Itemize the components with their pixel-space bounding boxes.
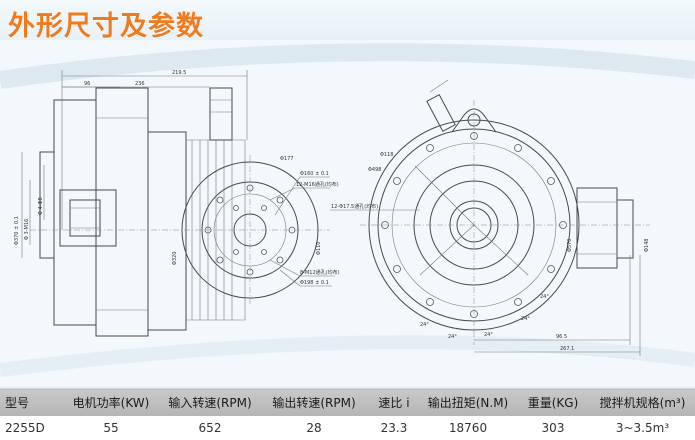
spec-table: 型号 电机功率(KW) 输入转速(RPM) 输出转速(RPM) 速比 i 输出扭…: [0, 388, 695, 440]
callout-12-m16: 12-M16通孔(均布): [296, 181, 339, 188]
cell-motor-power: 55: [62, 416, 160, 440]
callout-phi160: Φ160 ± 0.1: [300, 171, 329, 177]
angle-4: 24°: [521, 316, 530, 322]
dim-96-5: 96.5: [556, 334, 567, 340]
label-12-phi17: 12-Φ17.5通孔(均布): [331, 203, 378, 210]
dim-370: Φ370 ± 0.1: [14, 216, 20, 245]
header-output-speed: 输出转速(RPM): [260, 388, 368, 416]
angle-2: 24°: [448, 334, 457, 340]
label-phi118: Φ118: [380, 152, 393, 158]
label-phi498: Φ498: [368, 167, 381, 173]
cell-weight: 303: [516, 416, 590, 440]
dim-96: 96: [84, 81, 90, 87]
side-view: 96 236 219.5: [14, 70, 340, 337]
callout-phi198: Φ198 ± 0.1: [300, 280, 329, 286]
cell-output-speed: 28: [260, 416, 368, 440]
cell-model: 2255D: [0, 416, 62, 440]
header-input-speed: 输入转速(RPM): [160, 388, 260, 416]
header-weight: 重量(KG): [516, 388, 590, 416]
dim-320: Φ320: [172, 252, 178, 265]
drawing-svg: 96 236 219.5: [0, 43, 695, 377]
front-view: Φ118 Φ498 12-Φ17.5通孔(均布) Φ570 Φ148 24° 2…: [330, 79, 650, 356]
cell-input-speed: 652: [160, 416, 260, 440]
page-title: 外形尺寸及参数: [8, 11, 204, 42]
cell-mixer-spec: 3~3.5m³: [590, 416, 695, 440]
dim-phi8: Φ 4-Φ8: [38, 197, 44, 215]
dim-267: 267.1: [560, 346, 574, 352]
header-motor-power: 电机功率(KW): [62, 388, 160, 416]
angle-3: 24°: [484, 332, 493, 338]
dim-110: Φ110: [316, 242, 322, 255]
callout-8-m12: 8-M12通孔(均布): [300, 269, 340, 276]
header-mixer-spec: 搅拌机规格(m³): [590, 388, 695, 416]
header-ratio: 速比 i: [368, 388, 420, 416]
cell-ratio: 23.3: [368, 416, 420, 440]
technical-drawing: 96 236 219.5: [0, 40, 695, 386]
callout-phi177: Φ177: [280, 156, 293, 162]
label-phi570: Φ570: [567, 239, 573, 252]
dim-236: 236: [135, 81, 145, 87]
dim-m16: Φ 3-M16: [24, 219, 30, 240]
angle-1: 24°: [420, 322, 429, 328]
title-bar: 外形尺寸及参数: [0, 0, 695, 42]
label-phi148: Φ148: [644, 239, 650, 252]
header-model: 型号: [0, 388, 62, 416]
table-row: 2255D 55 652 28 23.3 18760 303 3~3.5m³: [0, 416, 695, 440]
spec-header-row: 型号 电机功率(KW) 输入转速(RPM) 输出转速(RPM) 速比 i 输出扭…: [0, 388, 695, 416]
cell-output-torque: 18760: [420, 416, 516, 440]
header-output-torque: 输出扭矩(N.M): [420, 388, 516, 416]
dim-219: 219.5: [172, 70, 186, 76]
angle-5: 24°: [540, 294, 549, 300]
